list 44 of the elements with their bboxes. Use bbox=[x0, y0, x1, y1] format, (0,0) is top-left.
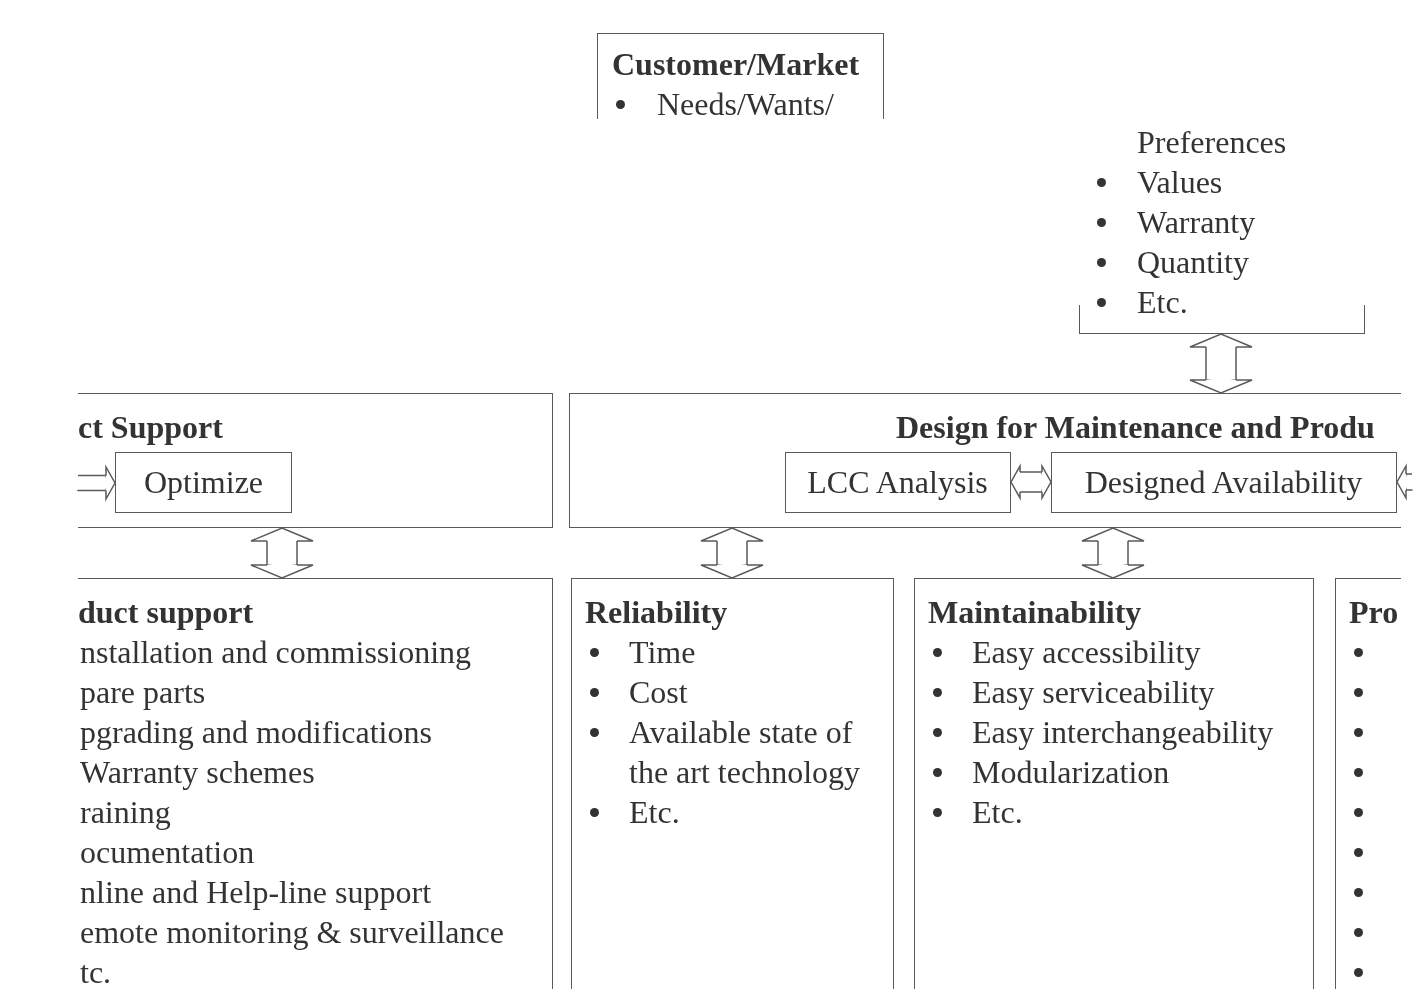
list-item: Warranty bbox=[1137, 203, 1256, 242]
list-item: Etc. bbox=[972, 793, 1023, 832]
list-item: Etc. bbox=[629, 793, 680, 832]
list-item: ocumentation bbox=[80, 833, 255, 872]
list-item: tc. bbox=[80, 953, 112, 989]
category-box bbox=[1335, 578, 1401, 989]
category-box bbox=[78, 578, 553, 989]
box-label: Designed Availability bbox=[1084, 463, 1363, 501]
list-item: nline and Help-line support bbox=[80, 873, 432, 912]
list-item: Easy interchangeability bbox=[972, 713, 1274, 752]
group-title: ct Support bbox=[78, 408, 223, 447]
box-label: LCC Analysis bbox=[807, 463, 988, 501]
list-item: Easy serviceability bbox=[972, 673, 1215, 712]
group-title: Design for Maintenance and Produ bbox=[896, 408, 1375, 447]
list-heading: Maintainability bbox=[927, 593, 1142, 632]
list-item: raining bbox=[80, 793, 171, 832]
list-item: Quantity bbox=[1137, 243, 1249, 282]
box-label: Optimize bbox=[143, 463, 264, 501]
list-item: pgrading and modifications bbox=[80, 713, 432, 752]
list-item: Cost bbox=[629, 673, 688, 712]
list-heading: duct support bbox=[78, 593, 254, 632]
list-item: Needs/Wants/ bbox=[657, 85, 834, 124]
list-item: emote monitoring & surveillance bbox=[80, 913, 504, 952]
group-box bbox=[78, 393, 553, 528]
list-item: pare parts bbox=[80, 673, 206, 712]
list-heading: Reliability bbox=[584, 593, 728, 632]
process-box bbox=[1050, 451, 1397, 513]
list-item: Available state of the art technology bbox=[629, 713, 862, 792]
list-item: Easy accessibility bbox=[972, 633, 1201, 672]
list-heading: Pro bbox=[1348, 593, 1399, 632]
list-item: Warranty schemes bbox=[80, 753, 315, 792]
list-item: Values bbox=[1137, 163, 1223, 202]
list-heading: Customer/Market bbox=[611, 45, 860, 84]
list-item: Preferences bbox=[1137, 123, 1287, 162]
process-box bbox=[115, 451, 292, 513]
list-item: Modularization bbox=[972, 753, 1170, 792]
list-item: Time bbox=[629, 633, 696, 672]
process-box bbox=[784, 451, 1011, 513]
category-box bbox=[597, 33, 884, 119]
group-box bbox=[569, 393, 1401, 528]
category-box bbox=[571, 578, 894, 989]
category-box bbox=[914, 578, 1314, 989]
list-item: Etc. bbox=[1137, 283, 1188, 322]
list-item: nstallation and commissioning bbox=[80, 633, 472, 672]
